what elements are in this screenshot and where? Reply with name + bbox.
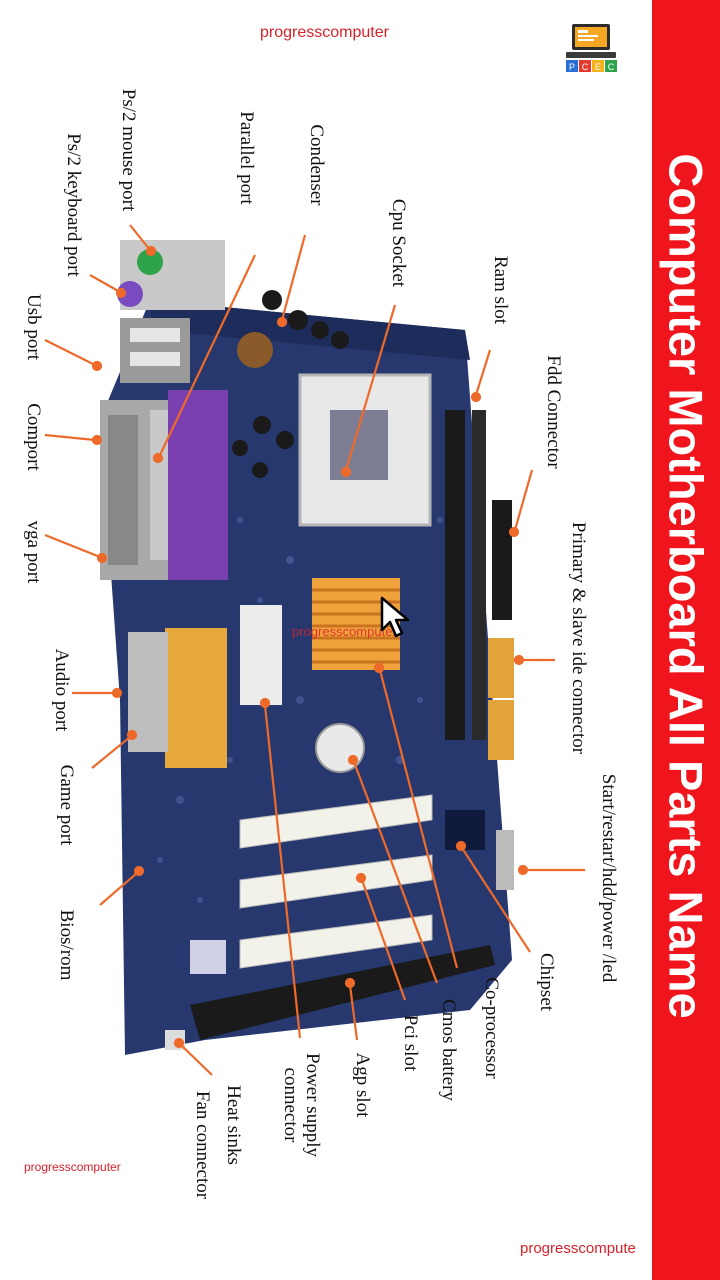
- label-usb-port: Usb port: [23, 294, 44, 360]
- banner-title: Computer Motherboard All Parts Name: [659, 153, 713, 1019]
- svg-text:E: E: [595, 62, 601, 72]
- pci-slot-1: [239, 794, 433, 849]
- mouse-cursor-icon: [380, 596, 410, 638]
- svg-text:C: C: [608, 62, 615, 72]
- label-condenser: Condenser: [306, 124, 327, 206]
- label-ide-connector: Primary & slave ide connector: [568, 521, 589, 755]
- title-banner: [652, 0, 720, 1280]
- label-game-port: Game port: [56, 764, 77, 846]
- cmos-battery: [315, 723, 365, 773]
- label-vga-port: vga port: [23, 520, 44, 584]
- label-cpu-socket: Cpu Socket: [388, 198, 409, 288]
- fdd-connector: [492, 500, 512, 620]
- label-front-panel: Start/restart/hdd/power /led: [598, 773, 619, 983]
- label-ram-slot: Ram slot: [490, 255, 511, 325]
- watermark-bottom-right: progresscompute: [520, 1240, 636, 1257]
- ide-connector-primary: [488, 638, 514, 698]
- label-fan-connector: Fan connector: [192, 1090, 213, 1200]
- watermark-middle: progresscomputer: [292, 624, 397, 639]
- label-parallel-port: Parallel port: [236, 111, 257, 205]
- motherboard-illustration: [44, 224, 585, 1076]
- parallel-port: [168, 390, 228, 580]
- svg-text:C: C: [582, 62, 589, 72]
- svg-text:P: P: [569, 62, 575, 72]
- power-connector: [240, 605, 282, 705]
- pcec-logo: P C E C: [566, 24, 617, 72]
- logo-tile-c2: [605, 60, 617, 72]
- ram-slot-1: [445, 410, 465, 740]
- label-heat-sinks: Heat sinks: [223, 1085, 244, 1165]
- label-bios-rom: Bios/rom: [56, 909, 77, 981]
- ide-connector-slave: [488, 700, 514, 760]
- watermark-top: progresscomputer: [260, 24, 389, 41]
- pci-slot-2: [239, 854, 433, 909]
- logo-tile-p: [566, 60, 578, 72]
- game-port: [165, 628, 227, 768]
- ram-slot-2: [472, 410, 486, 740]
- label-power-line-2: connector: [280, 1067, 301, 1143]
- label-power-supply-connector: Power supply connector: [279, 1053, 323, 1157]
- watermark-left: progresscomputer: [24, 1160, 121, 1174]
- label-audio-port: Audio port: [51, 648, 72, 732]
- agp-slot: [190, 945, 495, 1040]
- logo-tile-c: [579, 60, 591, 72]
- label-pci-slot: Pci slot: [400, 1014, 421, 1072]
- ps2-keyboard-connector: [117, 281, 143, 307]
- condensers: [232, 290, 349, 478]
- front-panel-connector: [496, 830, 514, 890]
- label-comport: Comport: [23, 403, 44, 471]
- label-cmos-battery: Cmos battery: [438, 999, 459, 1101]
- label-chipset: Chipset: [536, 952, 557, 1012]
- bios-chip: [190, 940, 226, 974]
- label-ps2-keyboard-port: Ps/2 keyboard port: [63, 133, 84, 277]
- pci-slot-3: [239, 914, 433, 969]
- label-fdd-connector: Fdd Connector: [543, 355, 564, 469]
- label-co-processor: Co-processor: [481, 977, 502, 1079]
- logo-tile-e: [592, 60, 604, 72]
- label-ps2-mouse-port: Ps/2 mouse port: [118, 88, 139, 212]
- label-power-line-1: Power supply: [302, 1053, 323, 1157]
- label-agp-slot: Agp slot: [352, 1052, 373, 1118]
- ps2-mouse-connector: [137, 249, 163, 275]
- usb-port-block: [120, 318, 190, 383]
